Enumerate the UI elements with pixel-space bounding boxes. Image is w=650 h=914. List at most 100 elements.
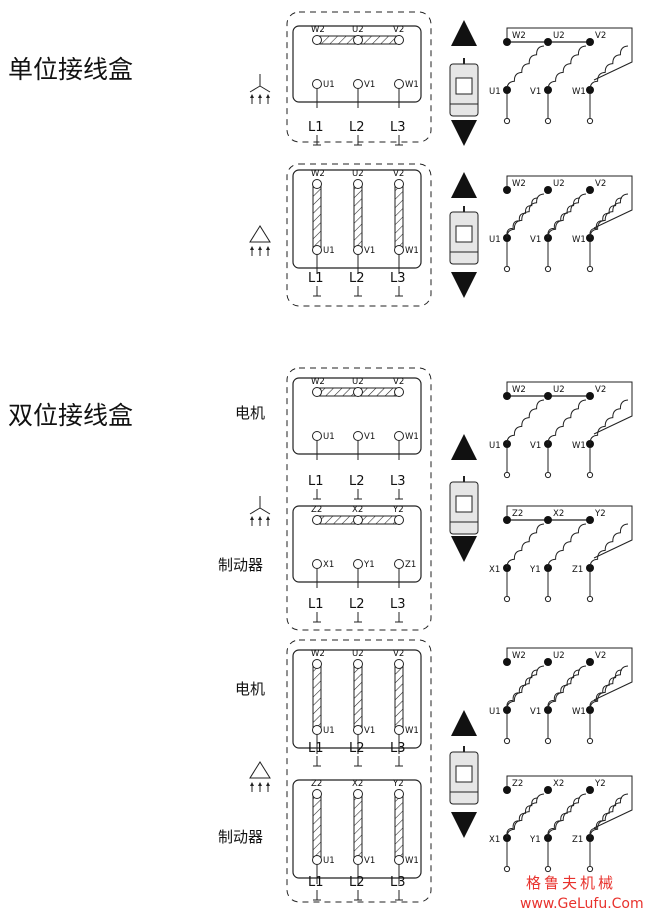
terminal-screw (394, 855, 404, 865)
schematic-terminal (544, 737, 552, 745)
arrow-up-icon (451, 434, 477, 460)
line-label-l3: L3 (390, 741, 406, 756)
line-label-l1: L1 (308, 120, 324, 135)
heading-double-box: 双位接线盒 (8, 401, 133, 430)
schematic-terminal (586, 737, 594, 745)
terminal-screw (394, 659, 404, 669)
terminal-label-bottom: V1 (364, 80, 375, 90)
line-label-l1: L1 (308, 875, 324, 890)
terminal-screw (394, 79, 404, 89)
power-arrow-head (258, 782, 262, 786)
schematic-label-top: Z2 (512, 779, 523, 789)
schematic-frame (506, 505, 633, 559)
line-label-l3: L3 (390, 875, 406, 890)
terminal-label-bottom: W1 (405, 432, 419, 442)
power-arrow-head (258, 516, 262, 520)
line-label-l2: L2 (349, 741, 365, 756)
watermark-cn: 格鲁夫机械 (526, 874, 616, 892)
schematic-label-top: U2 (553, 385, 565, 395)
terminal-label-top: U2 (352, 377, 364, 387)
terminal-screw (312, 179, 322, 189)
schematic-frame (506, 27, 633, 81)
motor-terminal-cover (455, 77, 473, 95)
schematic-terminal (503, 737, 511, 745)
terminal-screw (394, 245, 404, 255)
arrow-down-icon (451, 812, 477, 838)
schematic-label-bottom: U1 (489, 235, 501, 245)
line-label-l2: L2 (349, 271, 365, 286)
terminal-screw (394, 725, 404, 735)
terminal-screw (312, 789, 322, 799)
terminal-label-bottom: V1 (364, 856, 375, 866)
terminal-block (292, 169, 422, 269)
schematic-terminal (503, 595, 511, 603)
winding-coil (547, 197, 581, 237)
schematic-label-top: V2 (595, 179, 606, 189)
terminal-label-top: U2 (352, 649, 364, 659)
terminal-screw (312, 559, 322, 569)
arrow-up-icon (451, 20, 477, 46)
winding-coil (506, 193, 545, 239)
terminal-label-bottom: U1 (323, 246, 335, 256)
schematic-label-bottom: Y1 (529, 835, 541, 845)
schematic-terminal (586, 471, 594, 479)
winding-coil (506, 45, 545, 91)
schematic-terminal (586, 265, 594, 273)
line-label-l1: L1 (308, 271, 324, 286)
winding-coil (589, 193, 629, 239)
schematic-node-top (586, 38, 594, 46)
line-label-l3: L3 (390, 120, 406, 135)
winding-coil (506, 797, 539, 837)
terminal-screw (312, 387, 322, 397)
delta-bridge-bar (312, 183, 322, 251)
terminal-label-bottom: U1 (323, 726, 335, 736)
winding-coil (589, 523, 629, 569)
winding-coil (547, 665, 587, 711)
schematic-label-top: W2 (512, 31, 526, 41)
schematic-terminal (544, 471, 552, 479)
star-branch (249, 85, 261, 93)
schematic-label-top: W2 (512, 179, 526, 189)
delta-bridge-bar (394, 663, 404, 731)
motor-terminal-cover (455, 495, 473, 513)
terminal-screw (353, 559, 363, 569)
terminal-label-top: V2 (393, 377, 404, 387)
side-label-motor: 电机 (235, 404, 265, 422)
terminal-label-bottom: Z1 (405, 560, 416, 570)
terminal-label-bottom: W1 (405, 726, 419, 736)
arrow-down-icon (451, 272, 477, 298)
terminal-screw (312, 659, 322, 669)
terminal-label-top: W2 (311, 377, 325, 387)
schematic-label-bottom: X1 (489, 835, 500, 845)
terminal-block (292, 779, 422, 879)
line-label-l3: L3 (390, 271, 406, 286)
schematic-label-bottom: V1 (530, 87, 541, 97)
junction-box-outline (286, 11, 432, 143)
schematic-node-top (586, 186, 594, 194)
schematic-label-bottom: W1 (572, 235, 586, 245)
terminal-label-top: W2 (311, 25, 325, 35)
schematic-label-bottom: U1 (489, 441, 501, 451)
schematic-label-top: Y2 (594, 509, 606, 519)
schematic-terminal (544, 265, 552, 273)
schematic-node-top (503, 392, 511, 400)
schematic-terminal (544, 865, 552, 873)
schematic-node-top (544, 186, 552, 194)
line-label-l1: L1 (308, 474, 324, 489)
terminal-screw (353, 245, 363, 255)
delta-bridge-bar (312, 793, 322, 861)
schematic-label-top: Z2 (512, 509, 523, 519)
schematic-node-top (503, 38, 511, 46)
junction-box-outline (286, 163, 432, 307)
terminal-screw (394, 559, 404, 569)
winding-coil (506, 399, 545, 445)
schematic-node-top (503, 786, 511, 794)
arrow-up-icon (451, 710, 477, 736)
terminal-screw (353, 179, 363, 189)
winding-coil (589, 665, 629, 711)
terminal-block (292, 377, 422, 455)
schematic-label-bottom: Z1 (572, 835, 583, 845)
schematic-label-bottom: V1 (530, 441, 541, 451)
star-connection-icon (249, 74, 271, 104)
power-arrow-head (266, 782, 270, 786)
